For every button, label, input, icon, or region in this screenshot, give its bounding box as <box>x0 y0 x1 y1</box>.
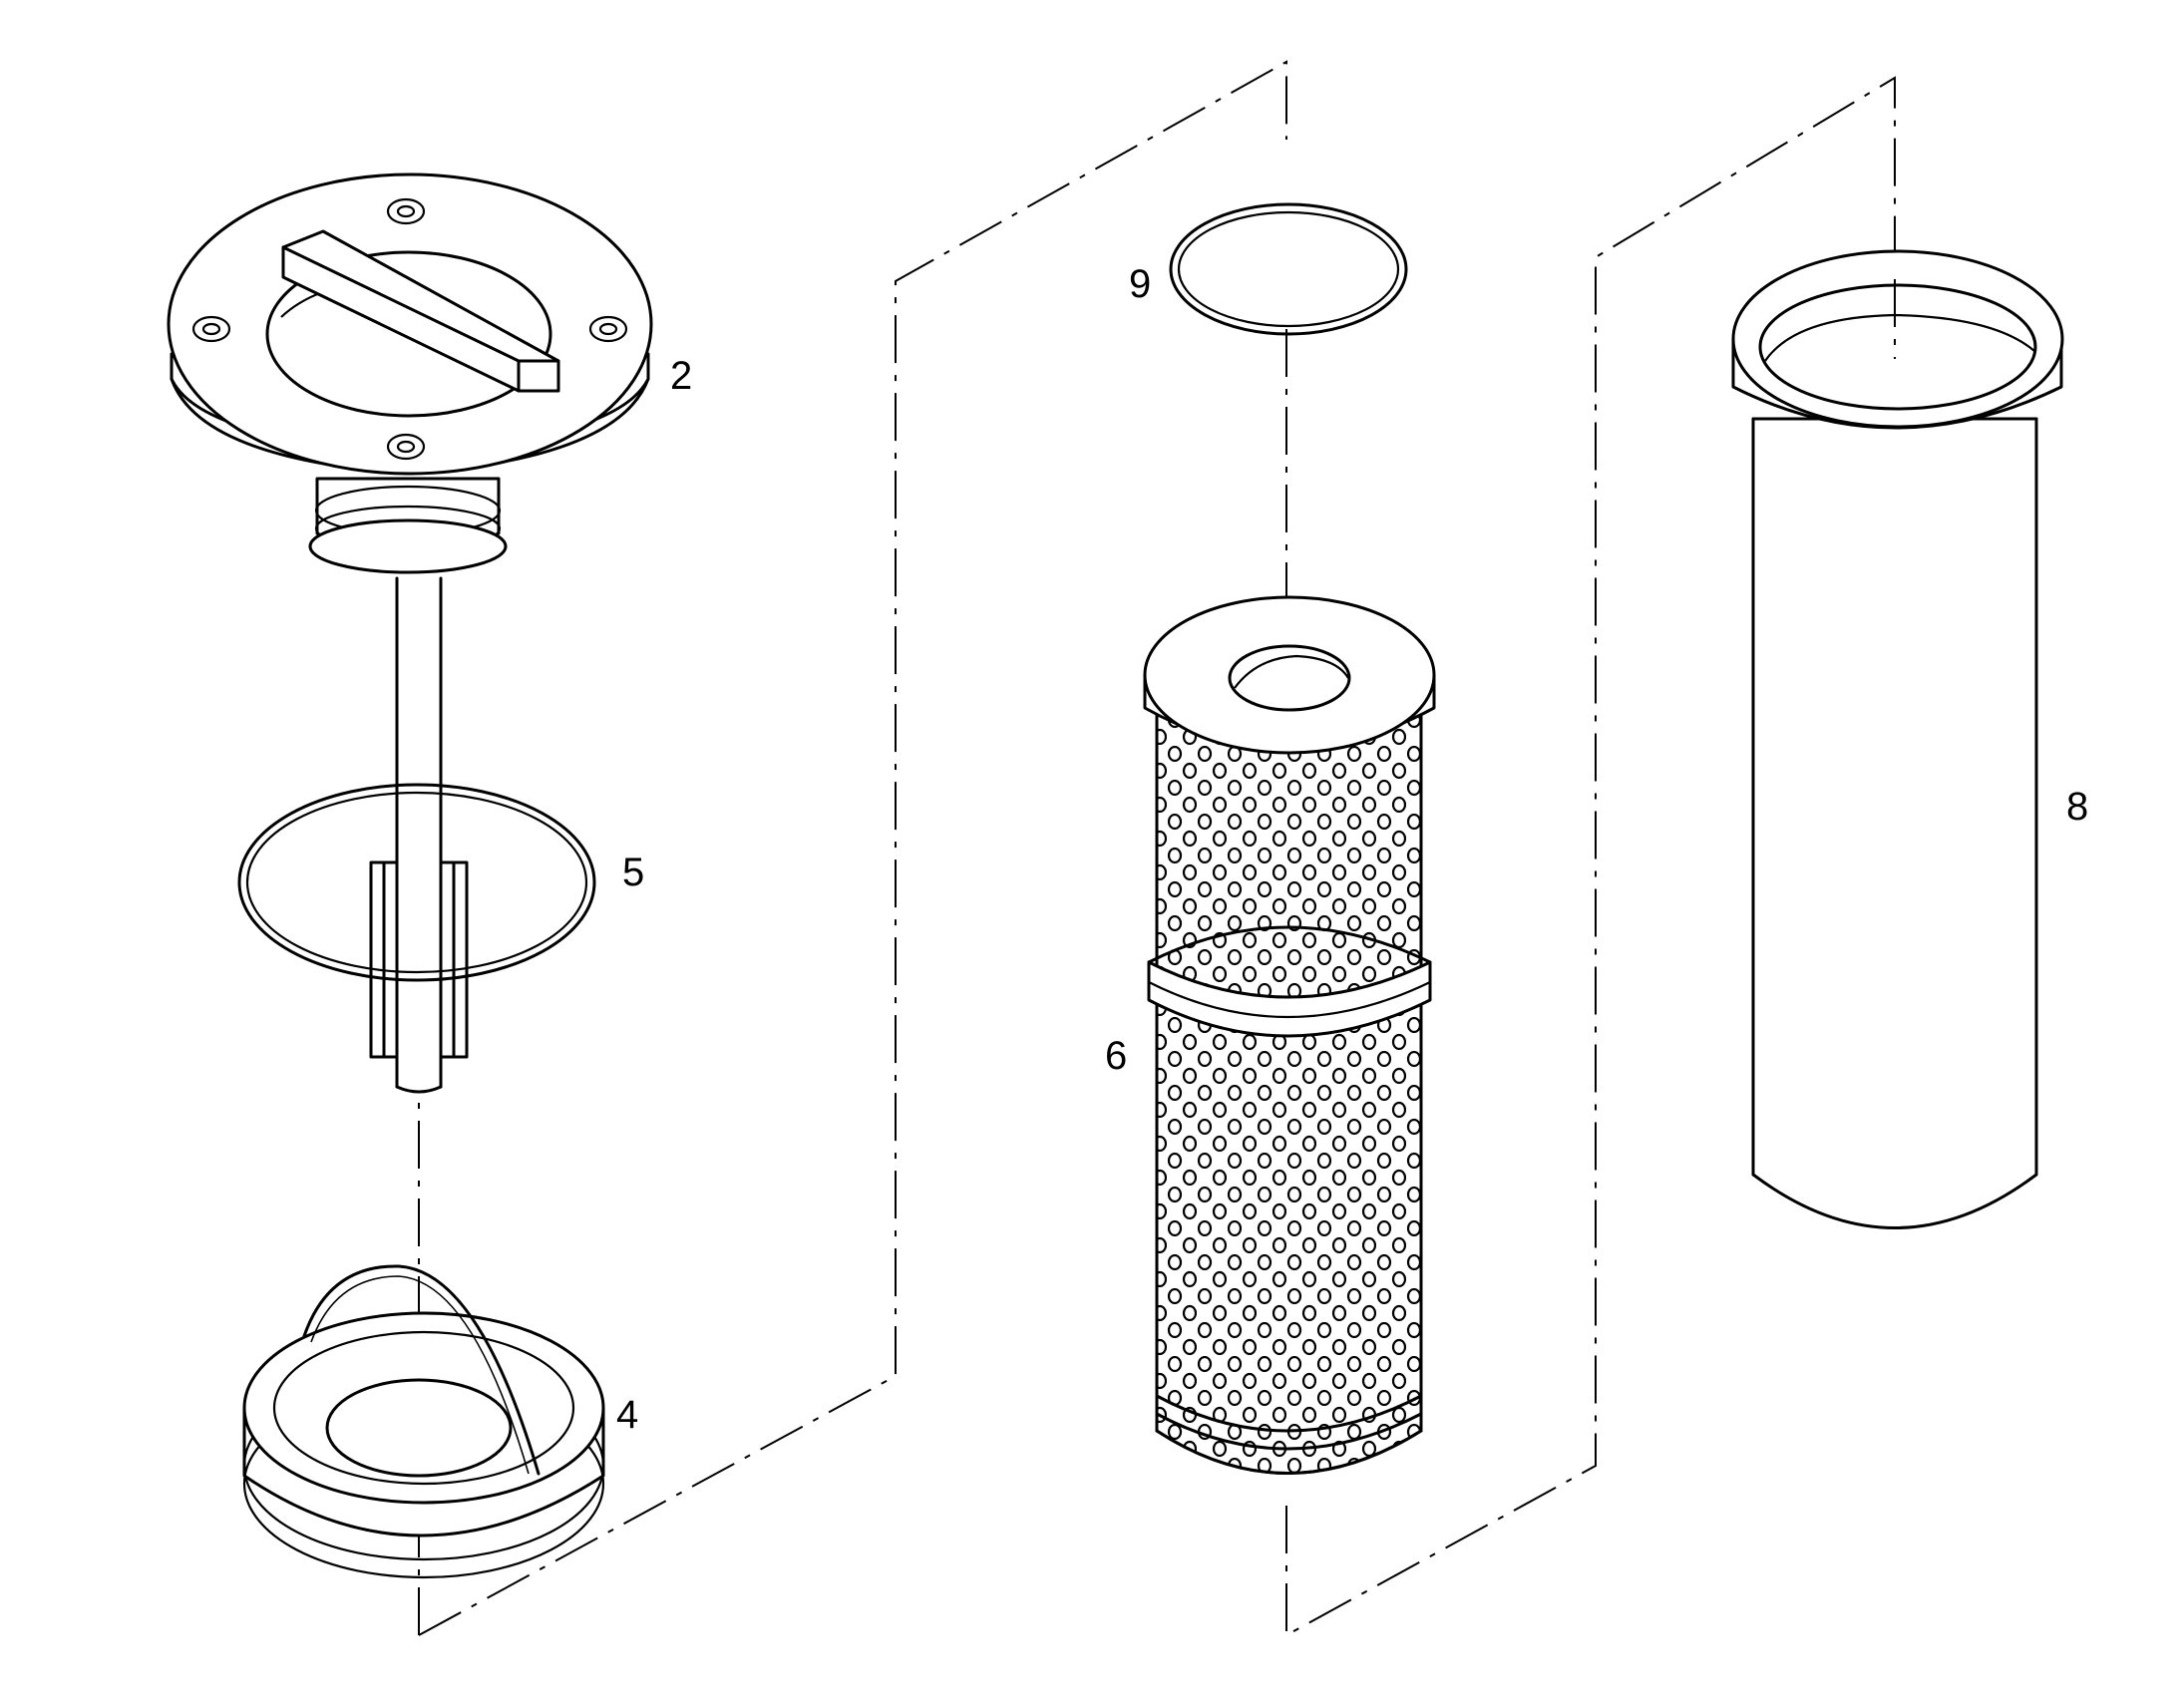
part-8-filter-housing: 8 <box>1731 249 2088 1229</box>
part-2-filler-cap: 2 <box>167 172 692 1094</box>
part-6-filter-element: 6 <box>1105 595 1436 1475</box>
callout-8: 8 <box>2066 785 2088 829</box>
part-5-o-ring: 5 <box>237 783 644 982</box>
part-9-o-ring: 9 <box>1129 202 1408 336</box>
callout-5: 5 <box>622 851 644 894</box>
callout-9: 9 <box>1129 262 1151 306</box>
part-4-threaded-adapter: 4 <box>242 1264 638 1579</box>
callout-6: 6 <box>1105 1034 1127 1078</box>
callout-4: 4 <box>616 1393 638 1437</box>
callout-2: 2 <box>670 354 692 398</box>
